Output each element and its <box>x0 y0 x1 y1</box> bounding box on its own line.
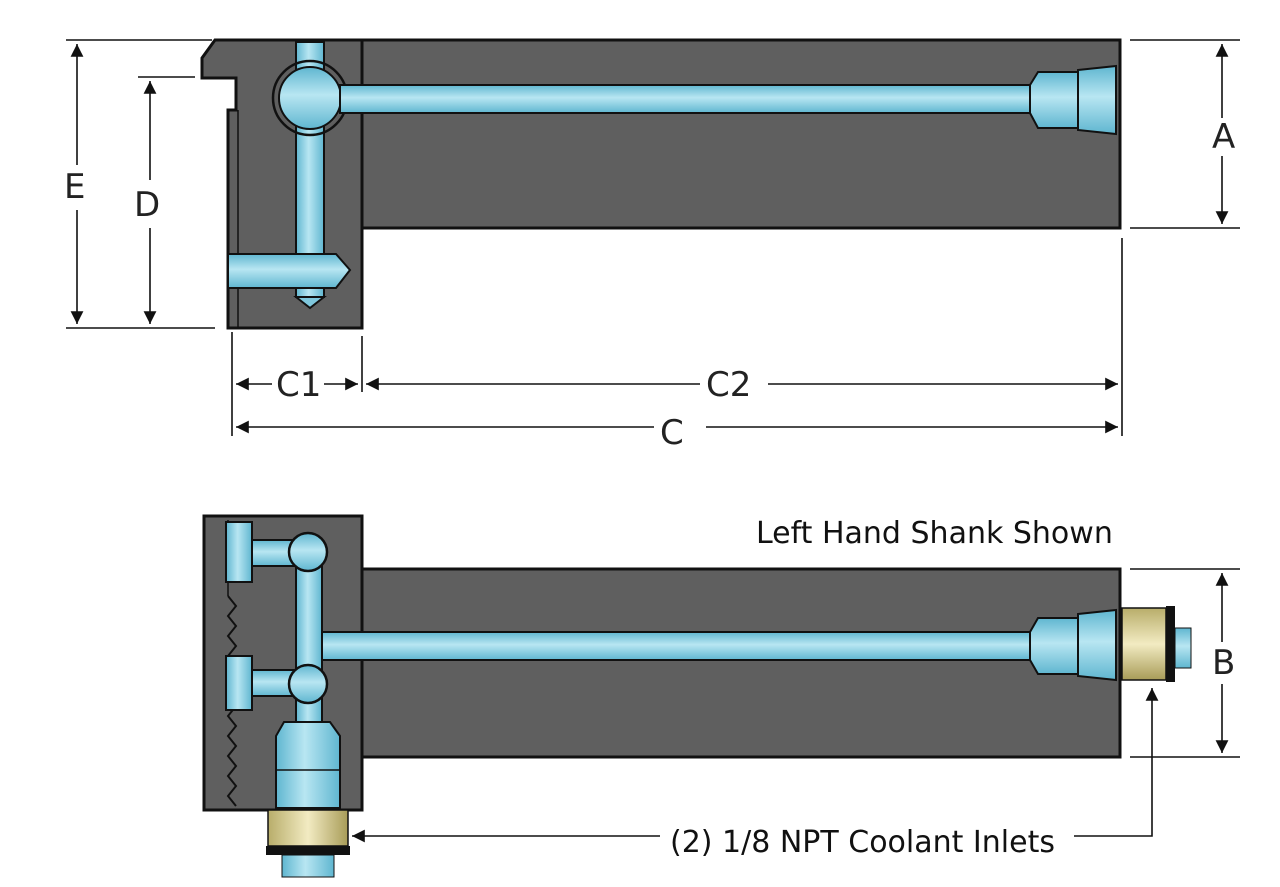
dim-label-c2: C2 <box>706 365 751 405</box>
bottom-view-port-mid <box>287 663 329 705</box>
top-view: E D A C1 C2 C <box>64 38 1240 453</box>
bottom-view-long-channel <box>321 631 1033 661</box>
top-view-nozzle-tip <box>1077 64 1117 136</box>
bottom-view: Left Hand Shank Shown <box>202 514 1240 878</box>
bottom-view-nozzle <box>1029 617 1079 675</box>
bottom-inlet-brass <box>267 809 349 847</box>
dim-label-c: C <box>660 413 684 453</box>
dim-label-b: B <box>1212 643 1235 683</box>
top-view-drill-point <box>293 296 327 310</box>
bottom-inlet-tube <box>281 854 335 878</box>
right-inlet-tube <box>1174 627 1192 669</box>
dim-label-e: E <box>64 167 85 207</box>
right-inlet-brass <box>1121 607 1167 681</box>
top-view-cross-hole <box>227 253 352 289</box>
bottom-view-body <box>202 514 1122 812</box>
bottom-view-inlet-taper <box>275 721 341 809</box>
top-view-port-inner <box>278 66 342 130</box>
shank-note: Left Hand Shank Shown <box>756 516 1113 551</box>
top-view-nozzle <box>1029 71 1079 129</box>
bottom-view-top-stub <box>225 521 253 583</box>
bottom-inlet-seal <box>266 846 350 855</box>
coolant-note: (2) 1/8 NPT Coolant Inlets <box>670 825 1055 860</box>
top-view-long-channel <box>339 84 1033 114</box>
dim-label-c1: C1 <box>276 365 321 405</box>
dim-label-d: D <box>134 185 160 225</box>
bottom-view-nozzle-tip <box>1077 608 1117 682</box>
dim-label-a: A <box>1212 117 1235 157</box>
bottom-view-port-top <box>287 531 329 573</box>
right-inlet-seal <box>1166 606 1175 682</box>
bottom-view-mid-stub <box>225 655 253 711</box>
